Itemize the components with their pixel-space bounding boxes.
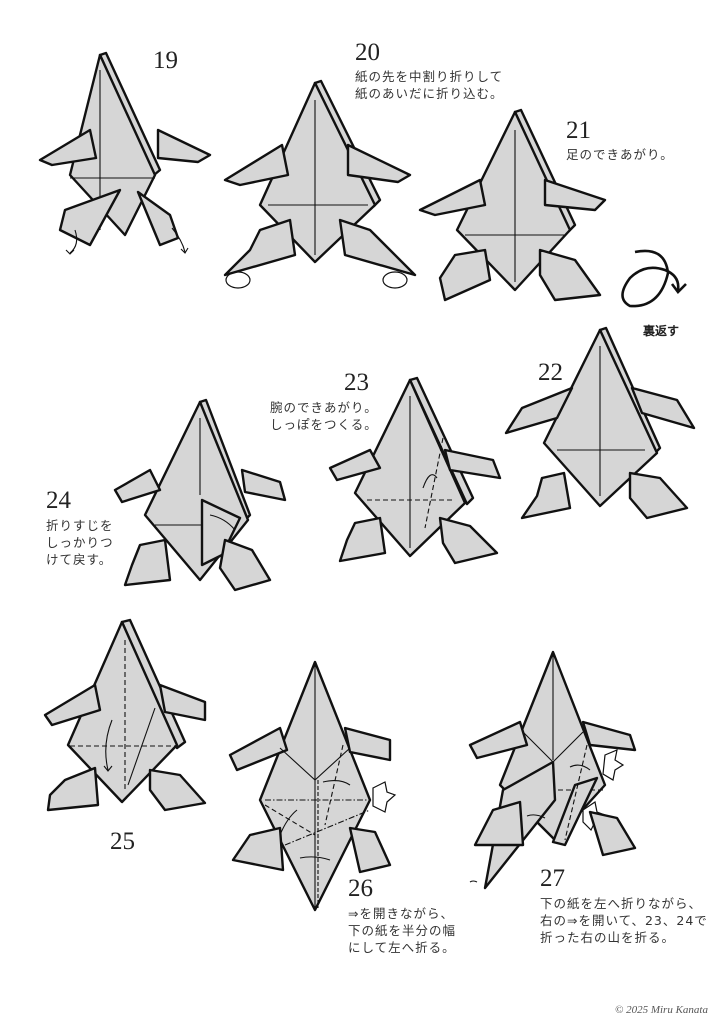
copyright: © 2025 Miru Kanata [614, 1004, 708, 1016]
step-23-diagram [328, 376, 502, 565]
step-25-diagram [43, 618, 207, 812]
turn-over-arrow-icon [621, 249, 687, 308]
step-26-caption: ⇒を開きながら、 下の紙を半分の幅 にして左へ折る。 [348, 906, 457, 955]
step-21-number: 21 [566, 117, 591, 144]
step-27-diagram [468, 650, 637, 890]
step-23-caption: 腕のできあがり。 しっぽをつくる。 [270, 400, 378, 432]
step-20-number: 20 [355, 39, 380, 66]
step-27-number: 27 [540, 865, 565, 892]
step-25-number: 25 [110, 828, 135, 855]
step-27-caption: 下の紙を左へ折りながら、 右の⇒を開いて、23、24で 折った右の山を折る。 [540, 896, 708, 945]
step-22-diagram [504, 326, 696, 520]
step-26-diagram [228, 660, 397, 912]
step-24-caption: 折りすじを しっかりつ けて戻す。 [46, 518, 114, 567]
step-21-caption: 足のできあがり。 [566, 147, 674, 162]
step-26-number: 26 [348, 875, 373, 902]
step-24-diagram [113, 398, 287, 592]
step-24-number: 24 [46, 487, 71, 514]
step-20-diagram [223, 79, 417, 289]
step-19-diagram [38, 51, 212, 255]
step-20-caption: 紙の先を中割り折りして 紙のあいだに折り込む。 [355, 69, 504, 101]
flip-label: 裏返す [643, 324, 680, 338]
step-19-number: 19 [153, 47, 178, 74]
step-22-number: 22 [538, 359, 563, 386]
step-21-diagram [418, 108, 607, 302]
step-23-number: 23 [344, 369, 369, 396]
